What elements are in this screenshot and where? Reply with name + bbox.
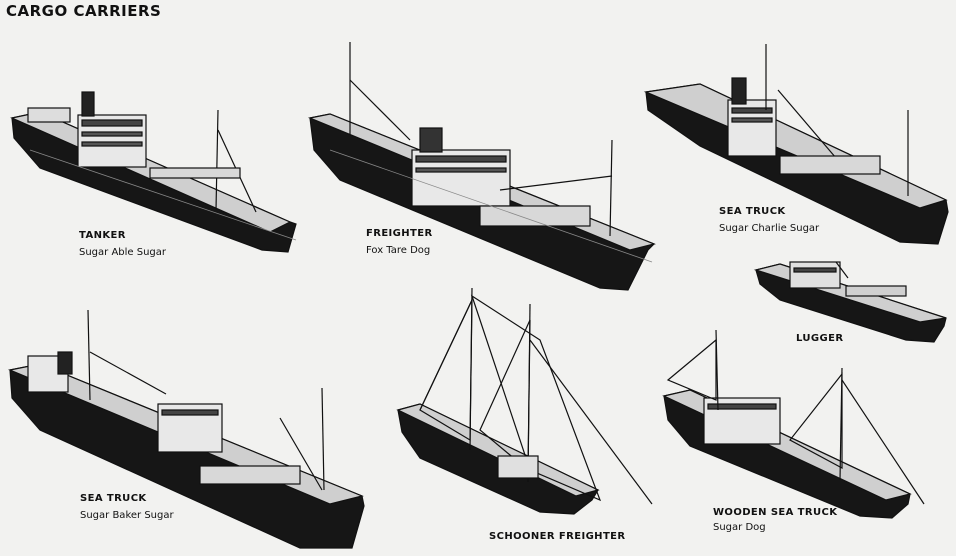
caption-sea-truck-1: SEA TRUCK Sugar Charlie Sugar (719, 206, 819, 234)
ship-code: Sugar Dog (713, 522, 766, 533)
ship-code: Sugar Charlie Sugar (719, 223, 820, 234)
caption-sea-truck-2: SEA TRUCK Sugar Baker Sugar (80, 493, 174, 521)
caption-freighter: FREIGHTER Fox Tare Dog (366, 228, 433, 256)
ship-code: Sugar Able Sugar (79, 247, 167, 258)
schooner-freighter-illustration (396, 287, 653, 515)
lugger-illustration (753, 261, 947, 343)
tanker-illustration (10, 91, 297, 253)
ship-name: SCHOONER FREIGHTER (489, 531, 626, 542)
ship-name: SEA TRUCK (719, 206, 786, 217)
caption-schooner-freighter: SCHOONER FREIGHTER (489, 531, 626, 542)
ship-code: Sugar Baker Sugar (80, 510, 174, 521)
freighter-illustration (307, 42, 656, 291)
ship-code: Fox Tare Dog (366, 245, 431, 256)
sea-truck-1-illustration (643, 44, 949, 245)
ship-name: WOODEN SEA TRUCK (713, 507, 838, 518)
page-title: CARGO CARRIERS (6, 2, 162, 20)
ship-name: FREIGHTER (366, 228, 433, 239)
ship-name: SEA TRUCK (80, 493, 147, 504)
caption-lugger: LUGGER (796, 333, 843, 344)
wooden-sea-truck-illustration (662, 329, 925, 519)
ship-name: TANKER (79, 230, 126, 241)
caption-wooden-sea-truck: WOODEN SEA TRUCK Sugar Dog (713, 507, 837, 533)
ship-name: LUGGER (796, 333, 844, 344)
caption-tanker: TANKER Sugar Able Sugar (79, 230, 166, 258)
sea-truck-2-illustration (7, 309, 365, 549)
